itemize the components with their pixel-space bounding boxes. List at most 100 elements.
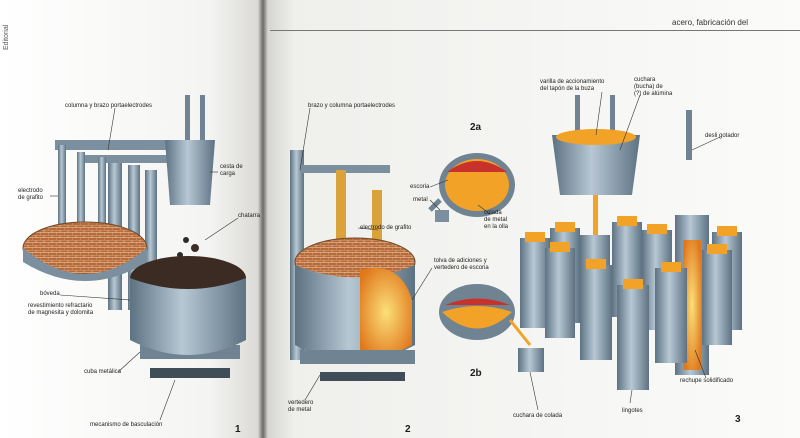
leader-line [429, 199, 441, 211]
leader-line [619, 94, 641, 151]
furnace-melting-illustration [290, 150, 416, 381]
tilt-rack [150, 368, 230, 378]
pour-stream [593, 195, 598, 245]
callout-leaders [50, 91, 721, 421]
label-tilting-mechanism: mecanismo de basculación [90, 422, 163, 428]
tapping-diagram-2a [428, 153, 515, 222]
tapping-diagram-2b [439, 284, 544, 372]
leader-line [159, 379, 176, 421]
label-slag: escoria [410, 184, 430, 190]
leader-line [299, 107, 311, 171]
leader-line [477, 204, 491, 215]
leader-line [304, 374, 321, 401]
ladle-hanger [610, 95, 615, 135]
figure-number-3: 3 [735, 414, 741, 425]
label-pouring-ladle: cuchara de colada [513, 413, 563, 419]
mold-top-molten [623, 279, 643, 289]
leader-line [529, 371, 539, 411]
casting-ladle [552, 135, 640, 195]
ingot-mold [580, 265, 612, 360]
crane-rod [200, 95, 205, 140]
small-ladle [435, 210, 449, 222]
solidifying-ingot [683, 240, 701, 370]
molten-metal [442, 306, 512, 329]
mold-top-molten [586, 259, 606, 269]
label-additions-hopper: tolva de adiciones y vertedero de escori… [434, 258, 489, 271]
header-rule [270, 30, 800, 31]
leader-line [59, 294, 131, 301]
running-title: acero, fabricación del [672, 18, 749, 27]
figure-number-1: 1 [235, 424, 241, 435]
mold-top-molten [707, 244, 727, 254]
label-stopper-rod: varilla de accionamiento del tapón de la… [540, 79, 605, 92]
electrode [58, 145, 66, 235]
mold-top-molten [647, 224, 667, 234]
electrode-arm [300, 165, 390, 173]
leader-line [107, 107, 116, 151]
label-solidified-pipe: rechupe solidificado [680, 378, 734, 384]
ingot-mold [702, 250, 732, 345]
label-electrode-arm: brazo y columna portaelectrodes [308, 103, 396, 109]
leader-line [629, 389, 633, 404]
scrap [191, 244, 199, 252]
mold-top-molten [550, 242, 570, 252]
leader-line [204, 217, 239, 241]
electrode [98, 157, 106, 237]
label-graphite-electrode: electrodo de grafito [18, 188, 44, 201]
pouring-ladle [518, 348, 544, 372]
leader-line [694, 349, 707, 379]
leader-line [595, 91, 603, 136]
label-ladle-lining: cuchara (bucha) de (?) de alúmina [634, 77, 673, 97]
electrode-glow [336, 170, 346, 260]
slag-layer [445, 298, 510, 305]
label-tap-into-ladle: colada de metal en la olla [484, 210, 509, 230]
crane-rod [185, 95, 190, 140]
mold-top-molten [661, 262, 681, 272]
ingot-mold [655, 268, 687, 363]
ingot-mold [545, 248, 575, 338]
mold-top-molten [617, 216, 637, 226]
mold-top-molten [525, 232, 545, 242]
label-graphite-electrode-2: electrodo de grafito [360, 225, 412, 231]
furnace-shell [130, 278, 246, 355]
electrode-arm [55, 140, 175, 150]
electrode [77, 152, 85, 242]
mold-top-molten [555, 222, 575, 232]
figure-number-2: 2 [405, 424, 411, 435]
furnace-open-charging-illustration [22, 95, 246, 378]
scrap [183, 237, 189, 243]
figure-number-2a: 2a [470, 122, 482, 133]
pour-stream [508, 319, 532, 346]
electrode-arm [80, 155, 175, 163]
label-metal-spout: vertedero de metal [288, 400, 314, 413]
label-charge-basket: cesta de carga [220, 164, 243, 177]
book-gutter [258, 0, 268, 438]
leader-line [411, 267, 433, 301]
tilt-base [300, 350, 415, 364]
label-refractory-lining: revestimiento refractario de magnesita y… [28, 303, 94, 316]
leader-line [117, 351, 141, 373]
label-ingots: lingotes [622, 408, 643, 414]
ladle-metal [556, 129, 636, 145]
mold-top-molten [717, 226, 737, 236]
ingot-mold [617, 285, 649, 390]
label-roof: bóveda [40, 291, 60, 297]
leader-line [429, 179, 449, 188]
leader-line [691, 136, 721, 151]
label-column-arm: columna y brazo portaelectrodes [65, 103, 153, 109]
ingot-casting-illustration [520, 95, 742, 390]
label-metal: metal [413, 197, 428, 203]
charge-bucket [165, 140, 215, 205]
ladle-hanger [575, 95, 580, 135]
roof-ring [23, 248, 147, 281]
figure-number-2b: 2b [470, 368, 482, 379]
label-stripper: desli gotador [705, 133, 740, 139]
slag-layer [447, 161, 507, 172]
leader-line [357, 227, 379, 231]
label-scrap: chatarra [238, 213, 261, 219]
tilt-rack [320, 372, 405, 381]
mold-tong [686, 110, 692, 160]
label-metal-shell: cuba metálica [84, 369, 122, 375]
